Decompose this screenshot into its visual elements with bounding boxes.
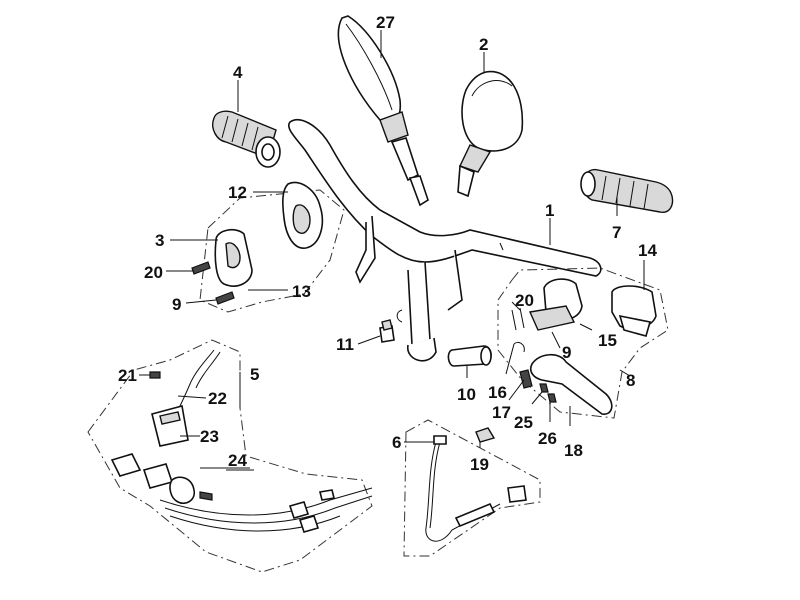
callout-13: 13	[292, 282, 311, 301]
callout-10: 10	[457, 385, 476, 404]
callout-6: 6	[392, 433, 401, 452]
right-grip	[580, 168, 674, 213]
callout-14: 14	[638, 241, 657, 260]
callout-4: 4	[233, 63, 243, 82]
callout-9-right: 9	[562, 343, 571, 362]
callout-12: 12	[228, 183, 247, 202]
bolt-11	[379, 319, 395, 343]
callout-16: 16	[488, 383, 507, 402]
callout-2: 2	[479, 35, 488, 54]
callout-17: 17	[492, 403, 511, 422]
leader-lines	[139, 30, 645, 469]
callout-26: 26	[538, 429, 557, 448]
cable-group	[87, 339, 373, 573]
left-grip	[212, 110, 281, 168]
callout-19: 19	[470, 455, 489, 474]
right-switch-group	[497, 267, 669, 419]
mirror-left	[337, 15, 429, 207]
callout-23: 23	[200, 427, 219, 446]
callout-3: 3	[155, 231, 164, 250]
callout-22: 22	[208, 389, 227, 408]
callout-11: 11	[336, 335, 354, 354]
handlebar	[288, 119, 602, 362]
callout-1: 1	[545, 201, 554, 220]
callout-18: 18	[564, 441, 583, 460]
callout-15: 15	[598, 331, 617, 350]
callout-labels: 27 2 4 1 7 12 3 20 9 13 14 11 10 21 5 22…	[118, 13, 657, 474]
cable-6-group	[403, 419, 541, 557]
callout-7: 7	[612, 223, 621, 242]
callout-20-right: 20	[515, 291, 534, 310]
throttle-tube	[447, 345, 492, 367]
callout-9-left: 9	[172, 295, 181, 314]
left-switch-group	[191, 181, 345, 313]
callout-27: 27	[376, 13, 395, 32]
mirror-right	[457, 70, 524, 198]
callout-21: 21	[118, 366, 137, 385]
callout-24: 24	[228, 451, 247, 470]
callout-8: 8	[626, 371, 635, 390]
callout-25: 25	[514, 413, 533, 432]
callout-5: 5	[250, 365, 259, 384]
callout-20-left: 20	[144, 263, 163, 282]
